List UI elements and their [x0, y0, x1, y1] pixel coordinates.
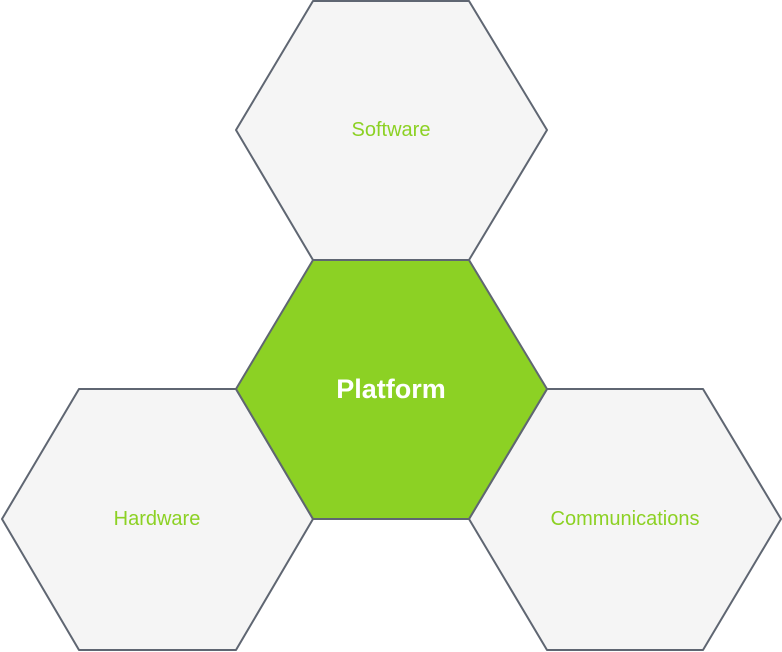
- software-label: Software: [352, 119, 431, 141]
- hardware-label: Hardware: [114, 508, 201, 530]
- platform-label: Platform: [336, 374, 446, 404]
- platform-hexagon: [235, 259, 548, 520]
- platform-node: Platform: [235, 259, 548, 520]
- software-node: Software: [235, 0, 548, 261]
- communications-label: Communications: [551, 508, 700, 530]
- communications-node: Communications: [468, 388, 782, 651]
